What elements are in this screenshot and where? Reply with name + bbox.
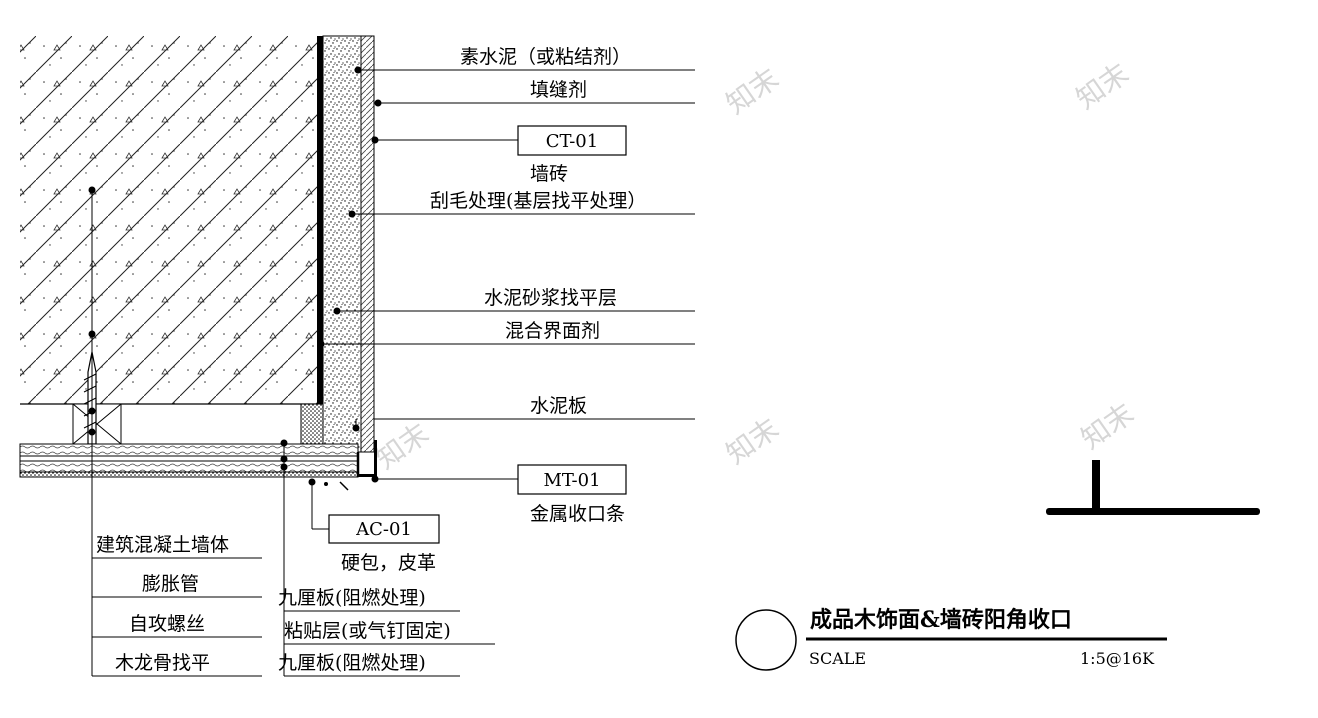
code-box-metal	[517, 464, 627, 495]
title-block: 成品木饰面&墙砖阳角收口 SCALE 1:5@16K	[735, 607, 1167, 671]
watermark: 知末	[1075, 397, 1140, 456]
scale-value: 1:5@16K	[1080, 649, 1155, 668]
label-plywood-2: 九厘板(阻燃处理)	[278, 652, 426, 674]
label-wood-keel: 木龙骨找平	[115, 652, 210, 674]
label-joint-filler: 填缝剂	[530, 79, 587, 101]
concrete-wall	[20, 36, 318, 404]
label-interface: 混合界面剂	[505, 320, 600, 342]
label-mortar: 水泥砂浆找平层	[484, 287, 617, 309]
drawing-title: 成品木饰面&墙砖阳角收口	[810, 607, 1072, 633]
leather-layer	[19, 471, 359, 478]
code-box-leather	[328, 514, 440, 544]
wall-tile-layer	[360, 35, 375, 453]
label-expansion-pipe: 膨胀管	[142, 573, 199, 595]
code-box-tile	[517, 125, 627, 156]
leader-leather	[311, 482, 329, 530]
plywood-layer-2	[19, 460, 359, 473]
leader-dots-middle	[280, 439, 288, 471]
watermark: 知末	[1070, 57, 1135, 116]
adhesive-layer	[19, 455, 359, 462]
label-cement-board: 水泥板	[530, 395, 587, 417]
code-tile: CT-01	[546, 131, 598, 152]
label-cement: 素水泥（或粘结剂）	[460, 46, 631, 68]
cement-board-layer	[322, 35, 362, 453]
label-plywood-1: 九厘板(阻燃处理)	[278, 587, 426, 609]
label-metal-trim: 金属收口条	[530, 503, 625, 525]
leader-dots-right	[317, 66, 382, 483]
code-metal: MT-01	[543, 470, 600, 491]
corner-block	[300, 403, 324, 445]
label-adhesive: 粘贴层(或气钉固定)	[284, 620, 451, 642]
title-circle	[735, 609, 797, 671]
leaders-middle	[283, 443, 495, 677]
label-concrete-wall: 建筑混凝土墙体	[96, 534, 229, 556]
watermark: 知末	[370, 417, 435, 476]
watermark: 知末	[720, 62, 785, 121]
metal-trim-profile	[339, 440, 377, 491]
watermark: 知末	[720, 412, 785, 471]
scale-label: SCALE	[809, 649, 866, 668]
label-leather: 硬包，皮革	[341, 552, 436, 574]
label-tile: 墙砖	[530, 163, 568, 185]
plywood-layer-1	[19, 443, 359, 457]
trim-profile-symbol	[1046, 460, 1260, 515]
leaders-right	[321, 69, 695, 480]
label-scrape: 刮毛处理(基层找平处理）	[430, 190, 646, 212]
leader-dots-left	[88, 186, 96, 436]
wall-black-edge	[317, 36, 323, 452]
code-leather: AC-01	[355, 519, 412, 540]
watermark-group: 知末 知末 知末 知末 知末	[370, 57, 1140, 476]
label-self-tapping-screw: 自攻螺丝	[129, 613, 205, 635]
